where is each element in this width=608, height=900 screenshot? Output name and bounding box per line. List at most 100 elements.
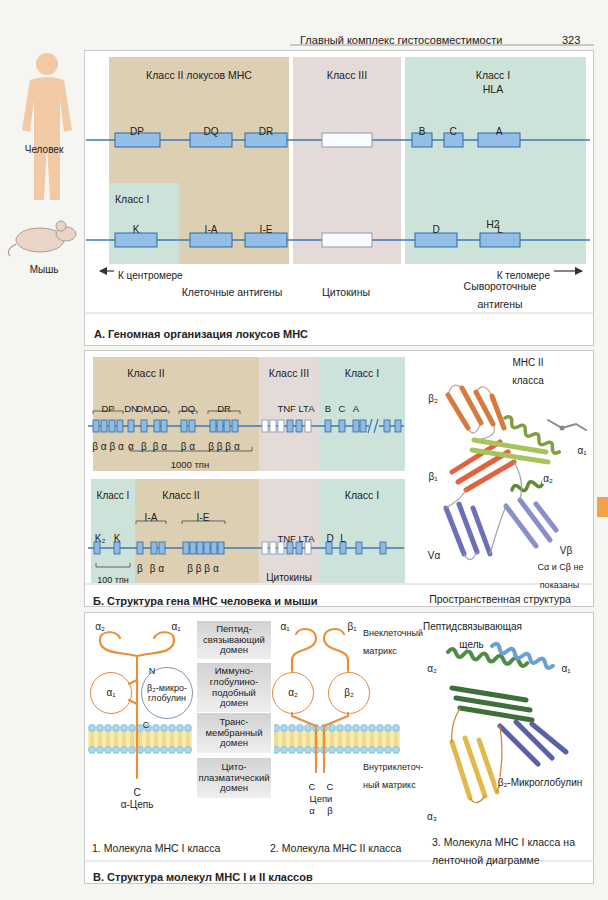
node-text: β₂ [344, 687, 354, 698]
label-text-holder: Цепи [310, 788, 333, 806]
label-text-holder: Пептидсвязывающая щель [422, 616, 522, 653]
node-text: А. Геномная организация локусов МНС [94, 328, 308, 340]
label-text: I-E [260, 224, 273, 235]
label-text-holder: I-A [205, 219, 218, 237]
art-rect [287, 420, 293, 432]
label-text-holder: C [339, 398, 346, 416]
art-rect [369, 419, 379, 433]
art-rect [101, 420, 107, 432]
label-text: DR [217, 403, 231, 414]
art-rect [154, 420, 160, 432]
art-rect [141, 420, 147, 432]
label-text: Пространственная структура [429, 593, 571, 605]
art-path [137, 632, 174, 656]
art-rect [190, 233, 232, 247]
label-text-holder: α₂ [426, 658, 438, 676]
label-text-holder: β₁ [427, 466, 438, 484]
label-text: Внеклеточный матрикс [363, 628, 423, 656]
art-line [84, 584, 594, 585]
node-text-holder: Класс I [345, 363, 379, 381]
label-text-holder: Внутриклеточ- ный матрикс [363, 756, 425, 793]
label-text: C [143, 720, 150, 730]
art-path [452, 442, 514, 490]
art-rect [189, 420, 195, 432]
art-path [452, 688, 532, 720]
node-text-holder: Класс II локусов МНС [146, 65, 252, 83]
art-line [100, 270, 114, 271]
label-text-holder: 2. Молекула МНС II класса [270, 838, 401, 856]
art-rect [415, 233, 457, 247]
label-text: 1. Молекула МНС I класса [92, 842, 220, 854]
label-text-holder: C [327, 776, 334, 794]
label-text: β [327, 805, 332, 816]
node-text-holder: А. Геномная организация локусов МНС [94, 324, 308, 342]
node-text-holder: HLA [483, 79, 503, 97]
art-line [86, 139, 590, 141]
art-path [96, 563, 130, 567]
label-text: α [309, 805, 315, 816]
node-text-holder: Класс I [476, 65, 510, 83]
label-text-holder: A [353, 398, 359, 416]
art-rect [270, 542, 276, 554]
art-g [446, 385, 586, 559]
label-text: N [149, 666, 156, 676]
art-path [448, 388, 504, 428]
label-text: β α [181, 441, 195, 452]
label-text-holder: C [133, 782, 140, 800]
label-text: β₂-Микроглобулин [497, 777, 584, 788]
art-path [472, 440, 548, 462]
art-line [88, 547, 404, 548]
art-ellipse [56, 227, 76, 241]
node-text-holder: Класс II [127, 363, 164, 381]
label-text-holder: α [309, 800, 315, 818]
label-text: D [326, 533, 333, 544]
label-text-holder: TNF LTA [277, 528, 314, 546]
node-text-holder: Класс II [162, 485, 199, 503]
label-text: α₁ [560, 663, 571, 674]
label-text-holder: α₁ [280, 616, 289, 634]
label-text: I-E [197, 512, 210, 523]
label-text: C [309, 781, 316, 792]
label-text: Человек [25, 144, 64, 155]
art-rect [190, 542, 196, 554]
locus-band: Класс IHLAH2 [405, 57, 586, 264]
label-text-holder: N [149, 660, 156, 678]
art-line [86, 239, 590, 241]
label-text: I-A [145, 512, 158, 523]
art-g [93, 420, 401, 554]
label-text: DQ [204, 126, 219, 137]
locus-band: Класс II [93, 357, 259, 471]
label-text-holder: Внеклеточный матрикс [363, 622, 425, 659]
label-text: DP [101, 403, 114, 414]
locus-band: Класс III [259, 357, 319, 471]
node-text: Цитокины [266, 572, 312, 583]
label-text-holder: Vα [427, 545, 441, 563]
node-text: α₁ [106, 687, 115, 698]
node-text: Класс II [162, 489, 199, 501]
label-text-holder: β [137, 558, 143, 576]
art-rect [128, 420, 134, 432]
art-rect [262, 420, 268, 432]
label-text: β α [150, 563, 164, 574]
locus-band: Класс I [91, 479, 135, 583]
art-path [506, 500, 556, 546]
art-rect [137, 542, 143, 554]
art-rect [597, 497, 608, 517]
art-rect [262, 542, 268, 554]
label-text: C [327, 781, 334, 792]
locus-band: Класс I [319, 479, 405, 583]
art-rect [210, 420, 216, 432]
label-text-holder: β [327, 800, 332, 818]
node-text: Класс I [97, 490, 130, 501]
label-text-holder: DP [130, 121, 144, 139]
label-text: β₂ [427, 393, 439, 404]
label-text: I-A [205, 224, 218, 235]
label-text-holder: β₁ [347, 616, 356, 634]
node-text: Транс- мембранный домен [199, 717, 269, 749]
art-path [448, 649, 528, 667]
label-text-holder: Cα и Cβ не показаны [529, 556, 591, 593]
label-text: Цепи [310, 793, 333, 804]
label-text-holder: β α β α [92, 436, 123, 454]
label-text-holder: 1000 тпн [171, 454, 210, 472]
